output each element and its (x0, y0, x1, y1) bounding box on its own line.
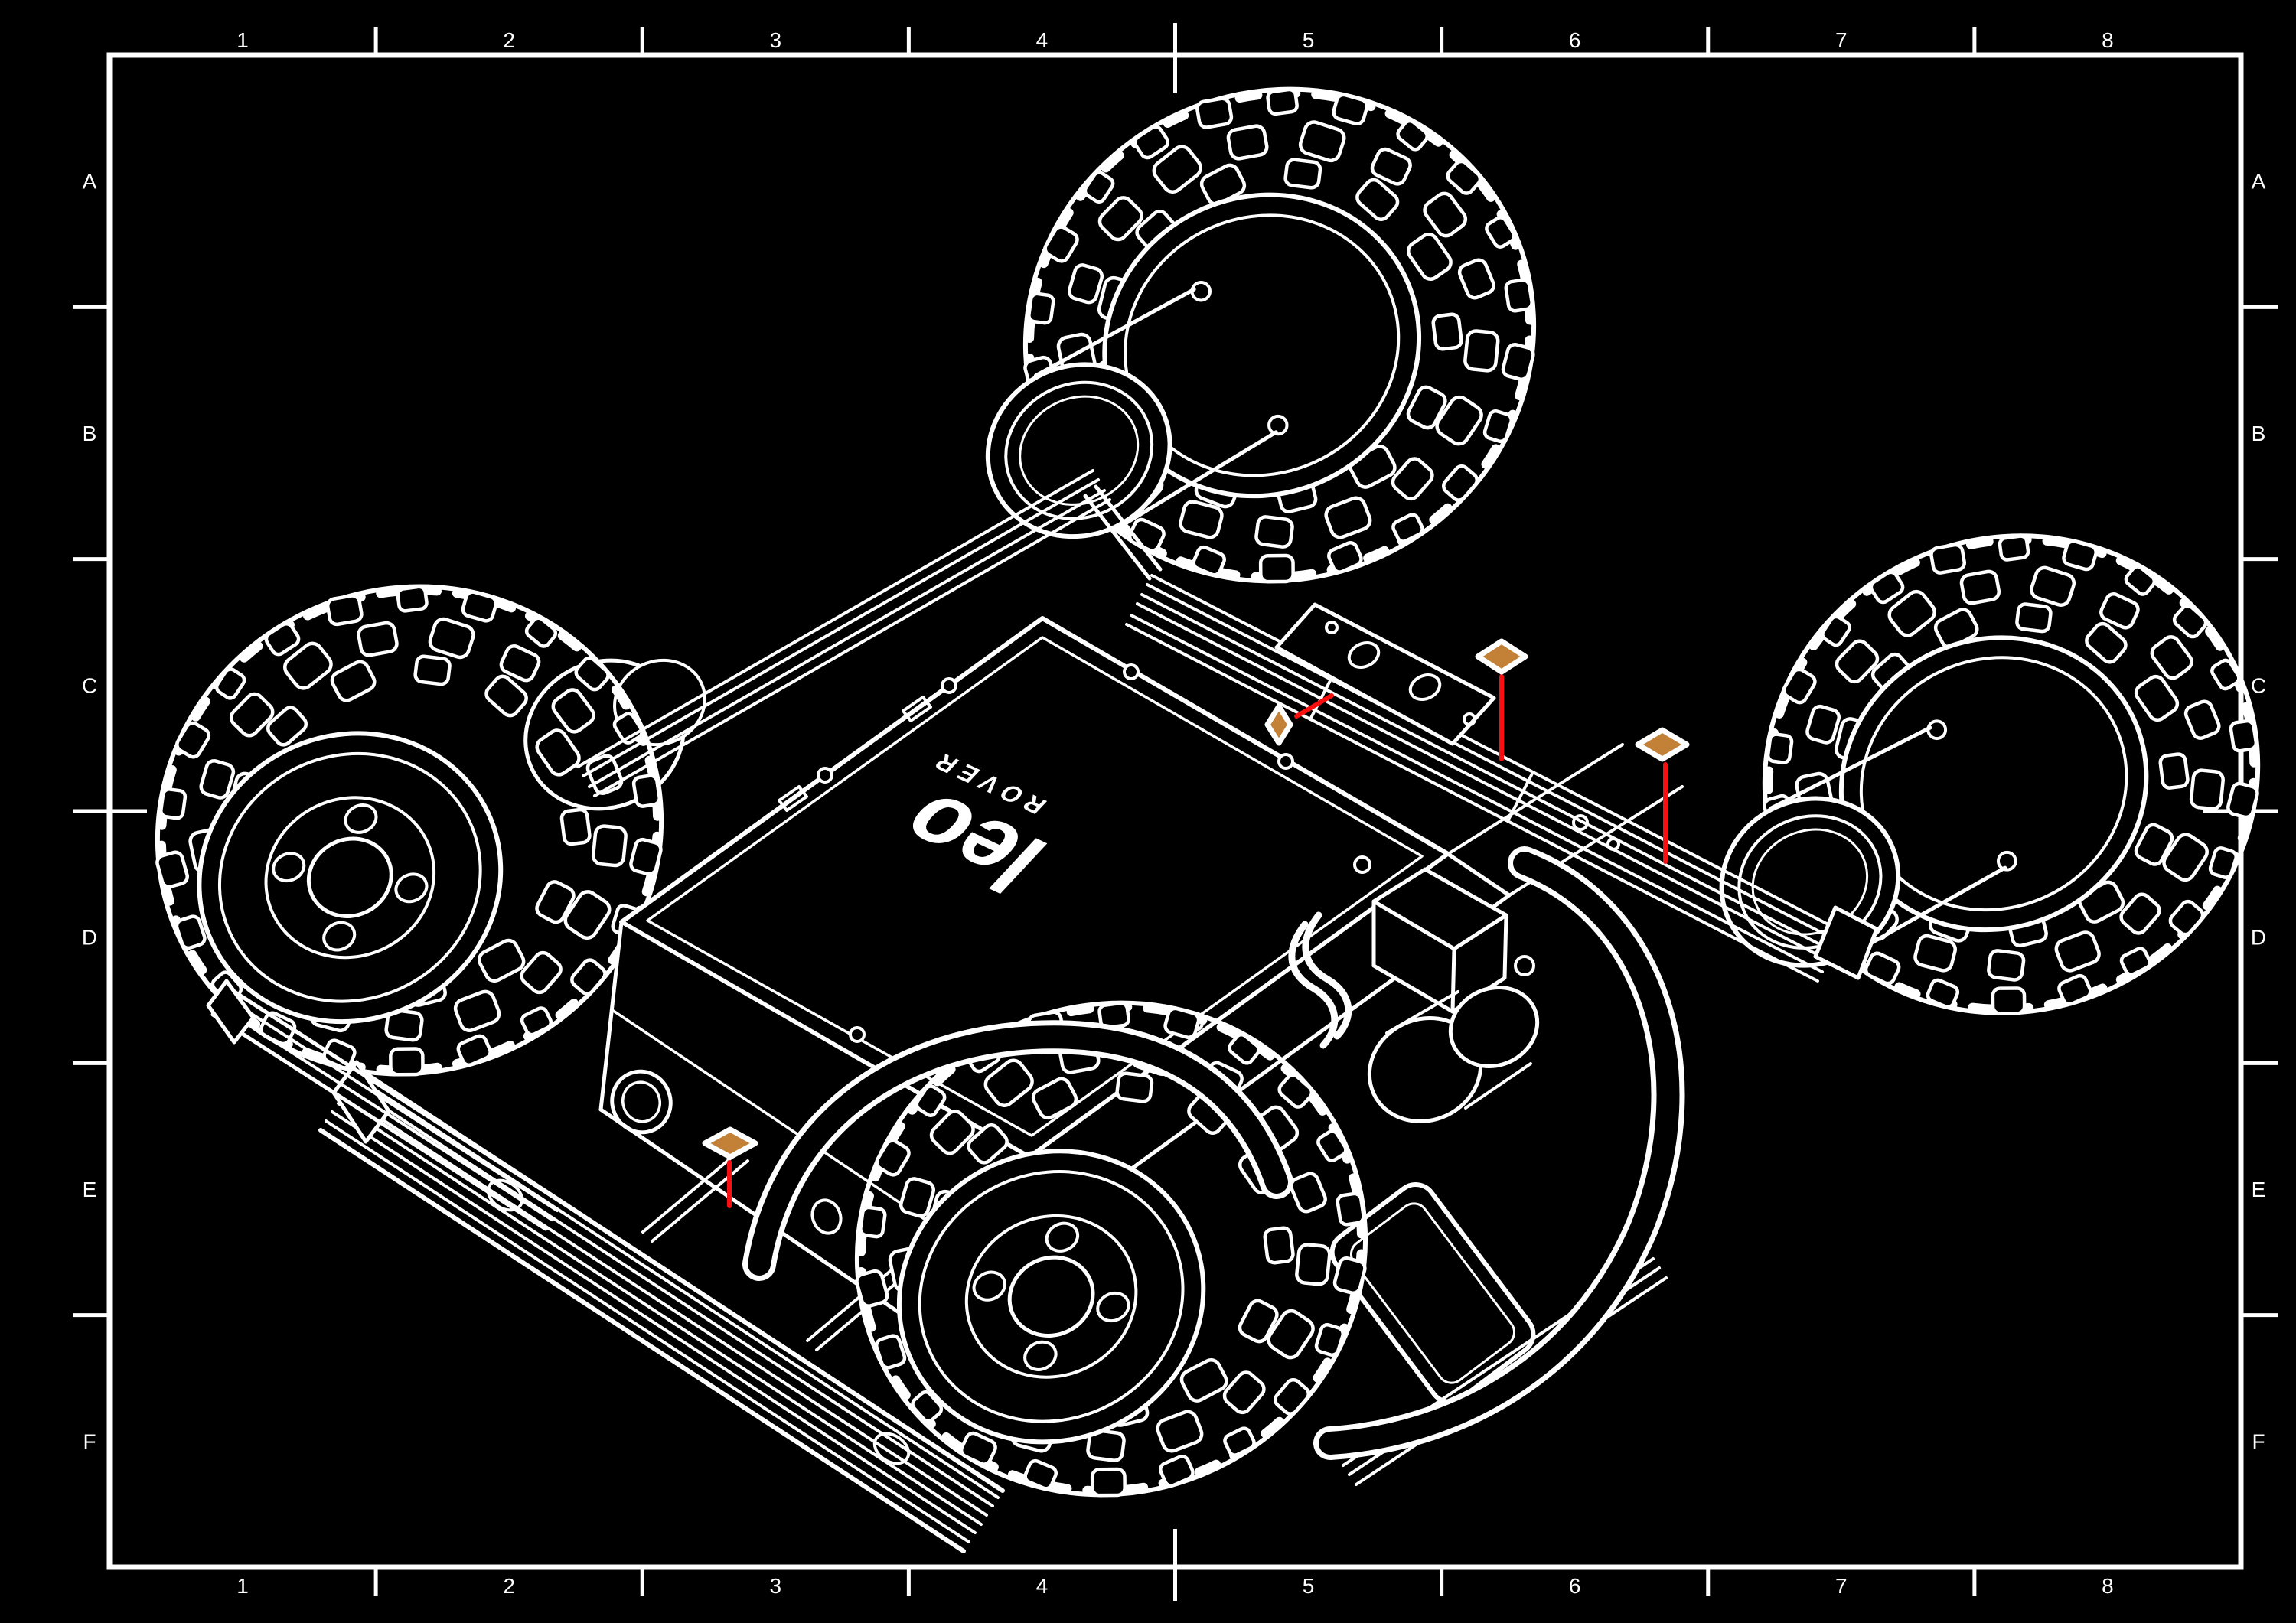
zone-row-label-right-B: B (2252, 422, 2266, 445)
wheel-rear-left (985, 86, 1537, 584)
zone-col-label-top-3: 3 (770, 28, 782, 52)
zone-col-label-top-5: 5 (1303, 28, 1315, 52)
highlight-plate-4 (1635, 727, 1690, 864)
zone-row-label-right-C: C (2251, 673, 2266, 697)
cover-screw (849, 1026, 866, 1043)
zone-col-label-bottom-4: 4 (1036, 1574, 1049, 1598)
highlight-plate-3 (702, 1126, 758, 1208)
cover-screw (817, 767, 833, 784)
zone-col-label-top-7: 7 (1835, 28, 1848, 52)
zone-row-label-left-C: C (82, 673, 97, 697)
highlight-plate-3-plate (702, 1126, 758, 1160)
motor-cylinder-end (1448, 985, 1540, 1069)
zone-row-label-right-D: D (2251, 926, 2266, 950)
zone-col-label-top-2: 2 (503, 28, 515, 52)
zone-col-label-top-4: 4 (1036, 28, 1049, 52)
plate-hole (1408, 673, 1442, 702)
highlight-plate-2 (1475, 638, 1528, 761)
rear-right-fender (1313, 846, 1685, 1460)
zone-row-label-right-F: F (2252, 1429, 2265, 1453)
zone-row-label-left-F: F (83, 1429, 96, 1453)
highlight-plate-4-plate (1635, 727, 1690, 762)
zone-col-label-top-6: 6 (1569, 28, 1581, 52)
zone-col-label-bottom-6: 6 (1569, 1574, 1581, 1598)
highlighted-parts (702, 638, 1690, 1208)
side-port (610, 1069, 673, 1135)
wheel-rear-right (1719, 533, 2261, 1015)
side-port-small (810, 1198, 843, 1235)
zone-col-label-bottom-8: 8 (2102, 1574, 2114, 1598)
rail-bracket (872, 1432, 911, 1465)
highlight-plate-1-plate (1264, 703, 1293, 746)
drive-unit (1288, 855, 1540, 1123)
plate-hole (1347, 640, 1381, 670)
plate-bolt (1325, 621, 1339, 634)
cover-screw (1277, 753, 1294, 770)
deck-bolt (1572, 814, 1589, 831)
cover-screw (1123, 663, 1140, 680)
motor-wires (1302, 911, 1352, 1040)
wheel-front-left (155, 584, 664, 1077)
left-rocker-beam (576, 469, 1111, 797)
zone-col-label-top-8: 8 (2102, 28, 2114, 52)
zone-col-label-bottom-2: 2 (503, 1574, 515, 1598)
highlight-plate-1-leader-line (1294, 693, 1334, 719)
right-rocker-beam (1125, 574, 1879, 983)
cover-tab (778, 785, 808, 812)
zone-col-label-bottom-7: 7 (1835, 1574, 1848, 1598)
secondary-rail (206, 979, 565, 1231)
zone-row-label-left-D: D (82, 926, 97, 950)
cover-tab (902, 696, 932, 722)
highlight-plate-2-plate (1475, 638, 1528, 675)
zone-col-label-bottom-1: 1 (236, 1574, 249, 1598)
zone-row-label-left-E: E (83, 1178, 97, 1201)
wheel-front-right (854, 1000, 1368, 1498)
zone-row-label-left-A: A (83, 170, 97, 194)
beam-mounting-plate (1274, 602, 1496, 746)
zone-col-label-top-1: 1 (236, 28, 249, 52)
cover-screw (941, 677, 957, 694)
leo-rover-drawing: leo ROVER (155, 86, 2261, 1553)
rail-bracket (486, 1178, 524, 1212)
zone-row-label-left-B: B (83, 422, 97, 445)
zone-col-label-bottom-3: 3 (770, 1574, 782, 1598)
zone-row-label-right-E: E (2252, 1178, 2266, 1201)
battery-box (1329, 1182, 1536, 1404)
beam-end-bracket (1813, 905, 1879, 980)
plate-bolt (1463, 712, 1476, 726)
highlight-plate-1 (1264, 693, 1334, 746)
zone-col-label-bottom-5: 5 (1303, 1574, 1315, 1598)
rail-end-cap (206, 979, 256, 1045)
deck-bolt (1606, 837, 1620, 851)
zone-row-label-right-A: A (2252, 170, 2266, 194)
front-fender (742, 1020, 1293, 1281)
motor-wires (1288, 921, 1339, 1049)
